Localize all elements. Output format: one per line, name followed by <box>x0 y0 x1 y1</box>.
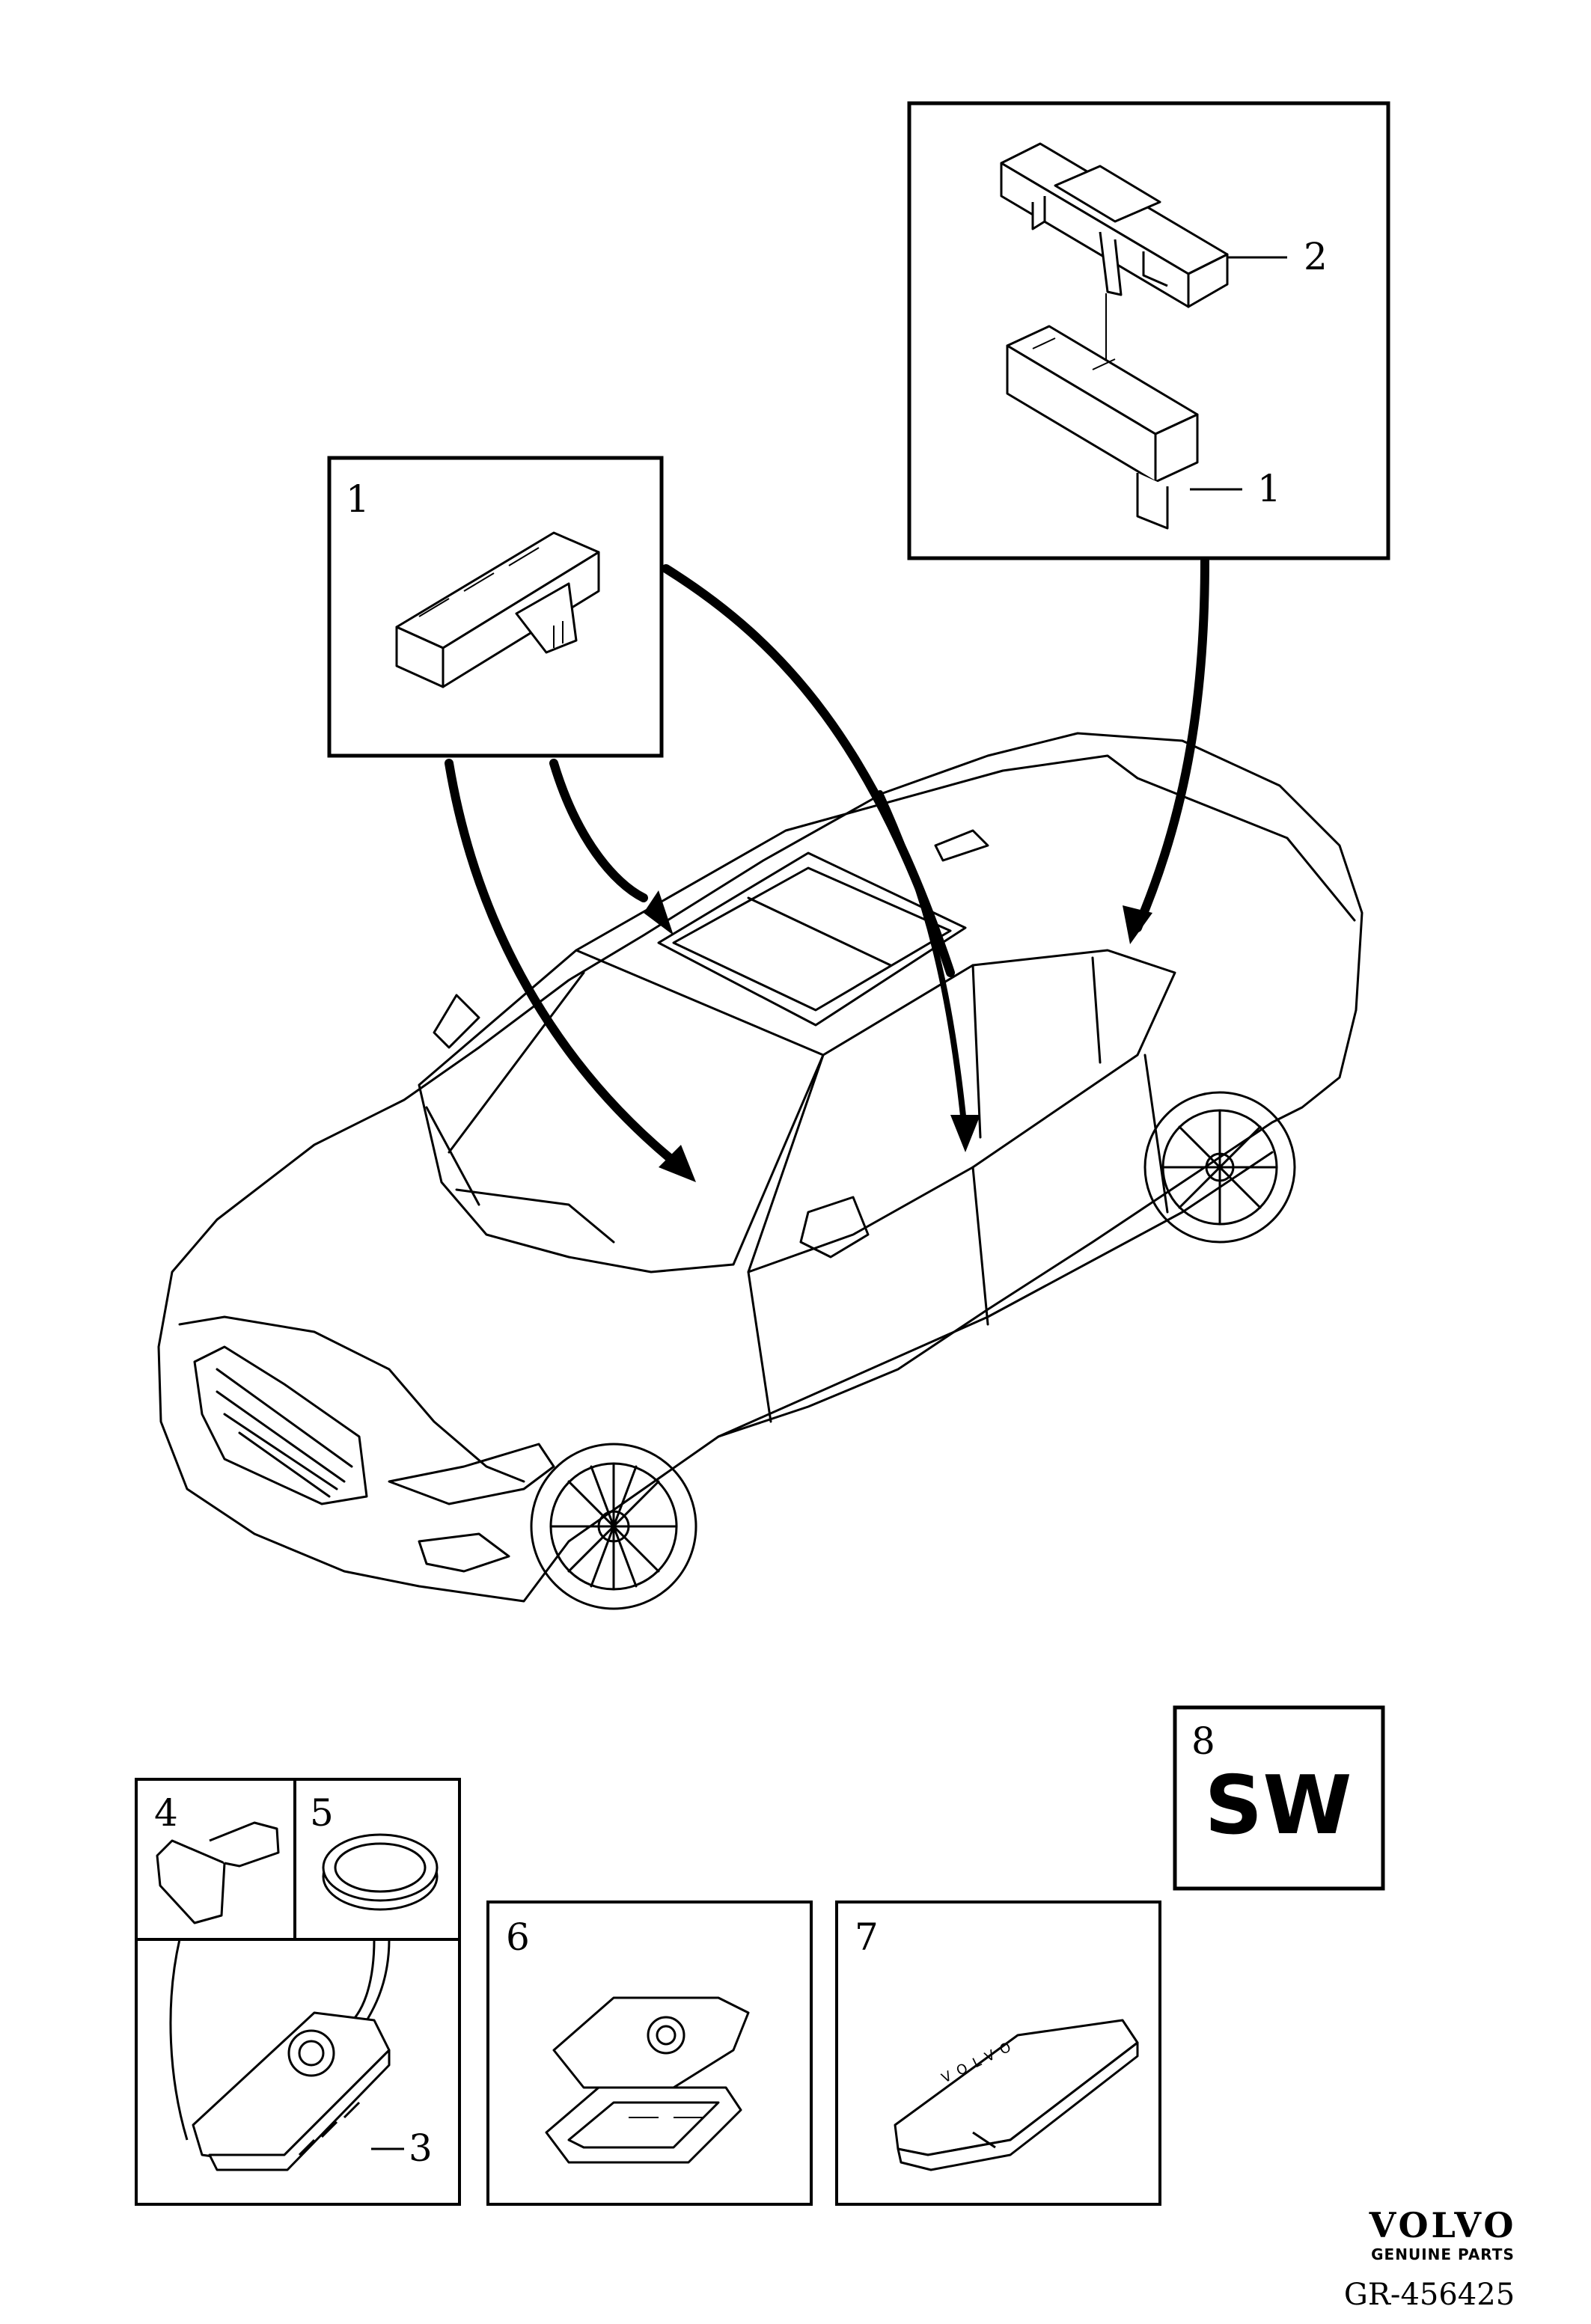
callout-4: 4 <box>154 1791 178 1835</box>
key-fob-volvo-drawing <box>894 2019 1139 2171</box>
arrow-heads <box>644 890 1152 1182</box>
callout-2-part-1: 1 <box>1257 467 1281 510</box>
callout-5: 5 <box>310 1791 334 1835</box>
car-illustration <box>157 732 1364 1610</box>
reference-number: GR-456425 <box>1344 2278 1515 2312</box>
callout-3: 3 <box>409 2126 433 2170</box>
coin-battery-drawing <box>322 1833 439 1911</box>
volvo-logo: VOLVO <box>1369 2205 1517 2245</box>
pointer-arrows <box>445 557 1209 1172</box>
inset-box-bracket-assembly: 2 1 <box>907 101 1390 560</box>
antenna-module-drawing <box>395 531 600 688</box>
callout-8: 8 <box>1191 1719 1215 1763</box>
callout-1: 1 <box>346 477 370 521</box>
key-fob-box: 7 VOLVO <box>835 1901 1161 2206</box>
branding: VOLVO GENUINE PARTS GR-456425 <box>1344 2205 1517 2312</box>
key-parts-box: 4 5 3 <box>135 1778 461 2206</box>
key-shell-box: 6 <box>486 1901 813 2206</box>
software-label: SW <box>1205 1759 1352 1853</box>
callout-7: 7 <box>855 1915 879 1959</box>
callout-6: 6 <box>506 1915 530 1959</box>
software-box: 8 SW <box>1173 1705 1385 1891</box>
emergency-key-drawing <box>156 1821 280 1924</box>
bracket-drawing <box>1000 142 1229 308</box>
callout-2: 2 <box>1304 235 1328 278</box>
inset-box-antenna-module: 1 <box>327 456 664 758</box>
key-shell-drawing <box>545 1996 750 2164</box>
module-drawing <box>1006 325 1199 530</box>
genuine-parts-tagline: GENUINE PARTS <box>1371 2245 1515 2263</box>
key-fob-drawing <box>192 2011 391 2171</box>
